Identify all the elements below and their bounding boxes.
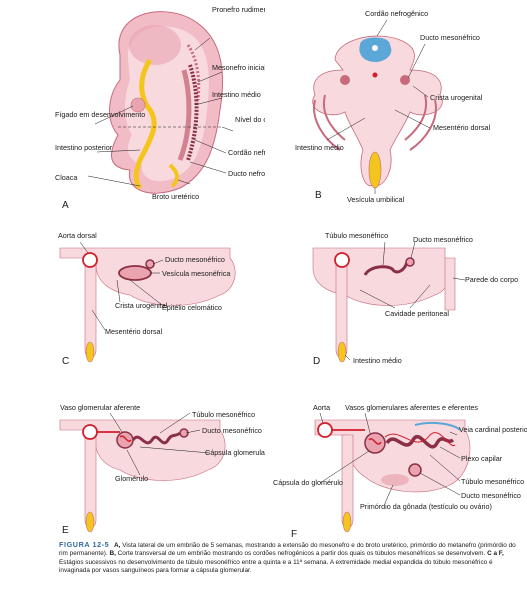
body-wall-d <box>445 258 455 310</box>
caption-cf-text: Estágios sucessivos no desenvolvimento d… <box>59 559 493 574</box>
label-primordio-gonada: Primórdio da gônada (testículo ou ovário… <box>360 502 492 511</box>
label-ducto-mesonefrico-b: Ducto mesonéfrico <box>420 33 480 42</box>
panel-letter-c: C <box>62 356 69 367</box>
label-capsula-glomerular-e: Cápsula glomerular <box>205 448 265 457</box>
panel-letter-f: F <box>291 529 297 540</box>
panel-d: Túbulo mesonéfrico Ducto mesonéfrico Par… <box>265 220 527 380</box>
label-ducto-mesonefrico-e: Ducto mesonéfrico <box>202 426 262 435</box>
label-ducto-mesonefrico-c: Ducto mesonéfrico <box>165 255 225 264</box>
panel-letter-e: E <box>62 525 69 536</box>
glomerular-capsule-f <box>365 433 385 453</box>
label-glomerulo: Glomérulo <box>115 474 148 483</box>
label-nivel-corte: Nível do corte B <box>235 115 265 124</box>
label-intestino-posterior: Intestino posterior <box>55 143 113 152</box>
caption-b-label: B, <box>109 550 115 557</box>
mesonephric-vesicle-c <box>119 266 151 280</box>
label-intestino-medio-b: Intestino médio <box>295 143 344 152</box>
label-ducto-mesonefrico-f: Ducto mesonéfrico <box>461 491 521 500</box>
panel-a-embryo-lateral: Pronefro rudimentar em degeneração Meson… <box>0 0 265 215</box>
label-parede-corpo: Parede do corpo <box>465 275 518 284</box>
label-plexo-capilar: Plexo capilar <box>461 454 503 463</box>
label-figado: Fígado em desenvolvimento <box>55 110 145 119</box>
dorsal-aorta-c <box>83 253 97 267</box>
panel-e: Vaso glomerular aferente Túbulo mesonéfr… <box>0 385 265 540</box>
label-mesenterio-dorsal-b: Mesentério dorsal <box>433 123 491 132</box>
label-broto-ureterico: Broto uretérico <box>152 192 199 201</box>
label-crista-urogenital-b: Crista urogenital <box>430 93 483 102</box>
label-vesicula-mesonefrica: Vesícula mesonéfrica <box>162 269 230 278</box>
figure-caption: FIGURA 12-5 A, Vista lateral de um embri… <box>59 541 524 576</box>
label-crista-urogenital-c: Crista urogenital <box>115 301 168 310</box>
label-intestino-medio: Intestino médio <box>212 90 261 99</box>
label-tubulo-mesonefrico-f: Túbulo mesonéfrico <box>461 477 524 486</box>
label-ducto-nefrogenico: Ducto nefrogênico <box>228 169 265 178</box>
panel-letter-d: D <box>313 356 320 367</box>
panel-letter-b: B <box>315 190 322 201</box>
label-capsula-glomerulo-f: Cápsula do glomérulo <box>273 478 343 487</box>
label-ducto-mesonefrico-d: Ducto mesonéfrico <box>413 235 473 244</box>
label-cloaca: Cloaca <box>55 173 77 182</box>
panel-b-cross-section: Cordão nefrogênico Ducto mesonéfrico Cri… <box>265 0 527 215</box>
label-veia-cardinal: Veia cardinal posterior <box>459 425 527 434</box>
panel-letter-a: A <box>62 200 69 211</box>
label-vesicula-umbilical: Vesícula umbilical <box>347 195 405 204</box>
label-cordao-nefrogenico-b: Cordão nefrogênico <box>365 9 428 18</box>
label-tubulo-mesonefrico-d: Túbulo mesonéfrico <box>325 231 388 240</box>
gonad-primordium <box>381 474 409 486</box>
caption-a-label: A, <box>114 542 120 549</box>
label-cavidade-peritoneal: Cavidade peritoneal <box>385 309 449 318</box>
label-mesenterio-dorsal-c: Mesentério dorsal <box>105 327 163 336</box>
label-tubulo-mesonefrico-e: Túbulo mesonéfrico <box>192 410 255 419</box>
yolk-stalk <box>369 152 381 188</box>
figure-number: FIGURA 12-5 <box>59 540 109 549</box>
label-intestino-medio-d: Intestino médio <box>353 356 402 365</box>
label-aorta-dorsal-c: Aorta dorsal <box>58 231 97 240</box>
label-cordao-nefrogenico: Cordão nefrogênico <box>228 148 265 157</box>
panel-f: Aorta Vasos glomerulares aferentes e efe… <box>265 385 527 540</box>
label-epitelio-celomatico: Epitélio celomático <box>162 303 222 312</box>
label-pronefro: Pronefro rudimentar em degeneração <box>212 5 265 14</box>
label-mesonefro-inicial: Mesonefro inicial <box>212 63 265 72</box>
label-vaso-glomerular-aferente: Vaso glomerular aferente <box>60 403 140 412</box>
label-aorta-f: Aorta <box>313 403 330 412</box>
cross-section-body <box>313 36 443 188</box>
panel-c: Aorta dorsal Ducto mesonéfrico Vesícula … <box>0 220 265 380</box>
caption-b-text: Corte transversal de um embrião mostrand… <box>118 550 486 557</box>
caption-cf-label: C a F, <box>487 550 504 557</box>
label-vasos-glomerulares: Vasos glomerulares aferentes e eferentes <box>345 403 478 412</box>
